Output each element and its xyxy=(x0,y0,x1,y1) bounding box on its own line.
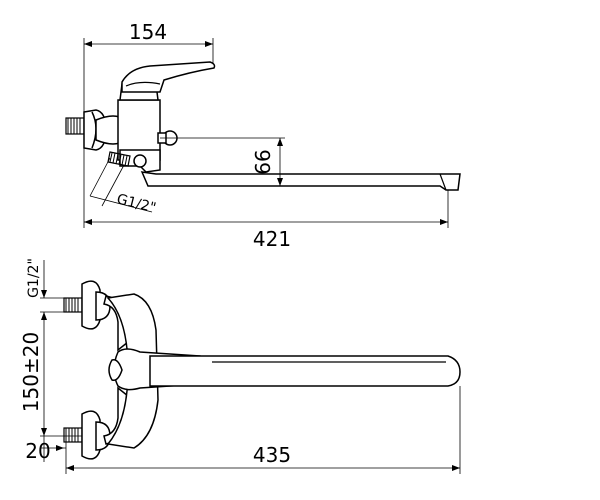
arrow-435-left xyxy=(66,465,74,471)
dim-label-421: 421 xyxy=(253,227,291,251)
arrow-421-left xyxy=(84,219,92,225)
arrow-g12-down xyxy=(41,290,47,298)
dim-label-154: 154 xyxy=(129,20,167,44)
thread-leader xyxy=(89,195,153,213)
arrow-66-top xyxy=(277,138,283,146)
arrow-154-left xyxy=(84,41,92,47)
upper-inlet xyxy=(63,297,83,313)
spout-tip-edge xyxy=(439,173,447,191)
side-view: 154 xyxy=(65,20,461,251)
thread-label-side: G1/2" xyxy=(115,191,158,216)
spout xyxy=(140,171,461,191)
ext-line-thread-b xyxy=(101,164,125,207)
arrow-66-bottom xyxy=(277,178,283,186)
arrow-20 xyxy=(56,445,64,451)
dim-label-150: 150±20 xyxy=(19,332,43,412)
dim-label-66: 66 xyxy=(251,149,275,174)
arrow-154-right xyxy=(205,41,213,47)
dim-label-435: 435 xyxy=(253,443,291,467)
lower-nut xyxy=(133,154,147,168)
lever-handle xyxy=(121,61,216,93)
arrow-150-down xyxy=(41,428,47,436)
shower-outlet-thread xyxy=(107,151,131,167)
dim-label-20: 20 xyxy=(25,439,50,463)
handle-edge xyxy=(125,81,161,87)
arrow-435-right xyxy=(452,465,460,471)
lower-inlet xyxy=(63,427,83,443)
top-view: G1/2" 150±20 20 435 xyxy=(19,258,461,474)
ext-line-thread-a xyxy=(89,157,111,197)
arrow-421-right xyxy=(440,219,448,225)
spout-top xyxy=(149,355,461,387)
lever-cap xyxy=(108,358,123,382)
thread-label-top: G1/2" xyxy=(26,258,42,298)
threaded-inlet xyxy=(65,117,85,135)
